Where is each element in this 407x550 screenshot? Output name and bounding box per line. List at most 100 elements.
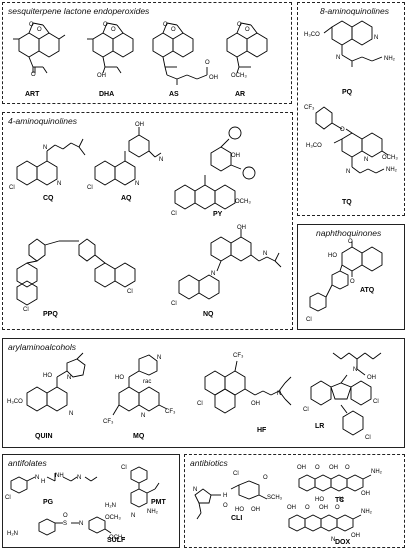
svg-text:OH: OH	[135, 122, 144, 128]
svg-text:O: O	[348, 239, 353, 245]
svg-text:N: N	[79, 521, 83, 527]
svg-text:O: O	[31, 72, 36, 78]
svg-text:Cl: Cl	[9, 185, 15, 191]
svg-text:O: O	[335, 505, 340, 511]
svg-text:N: N	[193, 487, 197, 493]
svg-text:O: O	[340, 127, 345, 133]
structure-aq: Cl N OH N	[87, 122, 163, 191]
svg-text:N: N	[339, 497, 343, 503]
svg-text:Cl: Cl	[127, 289, 133, 295]
svg-text:Cl: Cl	[5, 495, 11, 501]
svg-text:OH: OH	[251, 507, 260, 513]
svg-text:Cl: Cl	[373, 399, 379, 405]
svg-text:OH: OH	[209, 75, 218, 81]
svg-text:N: N	[277, 391, 281, 397]
svg-text:OH: OH	[231, 153, 240, 159]
svg-text:O: O	[315, 465, 320, 471]
svg-text:Cl: Cl	[171, 301, 177, 307]
svg-text:S: S	[63, 521, 67, 527]
svg-text:O: O	[305, 505, 310, 511]
svg-text:N: N	[69, 411, 73, 417]
svg-text:N: N	[346, 169, 350, 175]
panel-arylaminoalcohols: arylaminoalcohols H₃CO HO N N QUIN HO N …	[2, 338, 405, 448]
svg-text:O: O	[171, 27, 176, 33]
svg-text:HO: HO	[235, 507, 244, 513]
svg-text:Cl: Cl	[121, 465, 127, 471]
structure-pg: Cl N H NH N	[5, 473, 98, 501]
label-tq: TQ	[342, 199, 352, 206]
label-lr: LR	[315, 423, 325, 430]
svg-text:O: O	[111, 27, 116, 33]
svg-text:NH₂: NH₂	[361, 509, 373, 515]
structure-cli: Cl N H O O SCH₃ HO OH	[193, 471, 283, 520]
structure-tq: CF₃ O H₃CO N OCH₃ N NH₂	[304, 105, 398, 175]
svg-text:N: N	[141, 413, 145, 419]
svg-text:CF₃: CF₃	[103, 419, 114, 425]
label-dox: DOX	[335, 539, 351, 546]
svg-text:Cl: Cl	[303, 407, 309, 413]
svg-text:O: O	[37, 27, 42, 33]
label-quin: QUIN	[35, 433, 53, 440]
svg-text:O: O	[245, 27, 250, 33]
svg-text:OCH₃: OCH₃	[105, 515, 121, 521]
panel-title: 8-aminoquinolines	[320, 6, 389, 16]
svg-text:CF₃: CF₃	[233, 353, 244, 359]
label-dha: DHA	[99, 91, 115, 98]
svg-text:rac: rac	[143, 379, 151, 385]
structure-pmt: Cl H₂N N NH₂	[105, 465, 160, 519]
svg-text:N: N	[131, 513, 135, 519]
svg-text:OH: OH	[319, 505, 328, 511]
structure-pq: H₃CO N N NH₂	[304, 20, 396, 67]
label-pq: PQ	[342, 89, 353, 96]
svg-text:Cl: Cl	[233, 471, 239, 477]
svg-text:SCH₃: SCH₃	[267, 495, 283, 501]
svg-text:OH: OH	[367, 375, 376, 381]
structure-art: OO O	[13, 22, 66, 78]
svg-text:NH₂: NH₂	[386, 167, 398, 173]
panel-8-aminoquinolines: 8-aminoquinolines H₃CO N N NH₂ PQ CF₃ O …	[297, 2, 405, 216]
panel-title: antibiotics	[190, 458, 228, 468]
svg-text:N: N	[43, 145, 47, 151]
label-cli: CLI	[231, 515, 243, 522]
structure-ppq: Cl Cl	[16, 238, 136, 313]
structure-atq: HO O O Cl	[306, 239, 383, 323]
structure-dha: OO OH	[87, 22, 134, 79]
svg-text:H₂N: H₂N	[105, 503, 116, 509]
svg-text:OH: OH	[287, 505, 296, 511]
svg-text:H₃CO: H₃CO	[304, 32, 320, 38]
structure-quin: H₃CO HO N N	[7, 352, 86, 417]
panel-4-aminoquinolines: 4-aminoquinolines Cl N N CQ Cl N OH N AQ…	[2, 112, 293, 330]
svg-text:N: N	[157, 355, 161, 361]
svg-text:N: N	[35, 475, 39, 481]
svg-text:Cl: Cl	[306, 317, 312, 323]
svg-text:Cl: Cl	[171, 211, 177, 217]
svg-text:OH: OH	[97, 73, 106, 79]
svg-text:N: N	[364, 157, 368, 163]
svg-text:Cl: Cl	[197, 401, 203, 407]
svg-text:NH₂: NH₂	[371, 469, 383, 475]
label-as: AS	[169, 91, 179, 98]
svg-text:H: H	[223, 493, 227, 499]
svg-text:CF₃: CF₃	[304, 105, 315, 111]
svg-text:H₂N: H₂N	[7, 531, 18, 537]
svg-text:O: O	[63, 513, 68, 519]
svg-text:N: N	[374, 35, 378, 41]
label-py: PY	[213, 211, 223, 218]
svg-text:O: O	[103, 22, 108, 28]
svg-text:O: O	[345, 465, 350, 471]
label-art: ART	[25, 91, 40, 98]
svg-text:OCH₃: OCH₃	[109, 535, 125, 541]
svg-text:O: O	[263, 475, 268, 481]
label-ar: AR	[235, 91, 246, 98]
label-tc: TC	[335, 497, 345, 504]
panel-antibiotics: antibiotics Cl N H O O SCH₃ HO OH CLI OH…	[184, 454, 405, 548]
svg-text:OH: OH	[251, 401, 260, 407]
structure-cq: Cl N N	[9, 138, 86, 191]
structure-dox: OH O OH O NH₂ OH N	[287, 505, 373, 543]
svg-text:N: N	[336, 55, 340, 61]
panel-antifolates: antifolates Cl N H NH N PG Cl H₂N N NH₂ …	[2, 454, 180, 548]
label-hf: HF	[257, 427, 267, 434]
svg-text:H₃CO: H₃CO	[306, 143, 322, 149]
panel-title: 4-aminoquinolines	[8, 116, 77, 126]
